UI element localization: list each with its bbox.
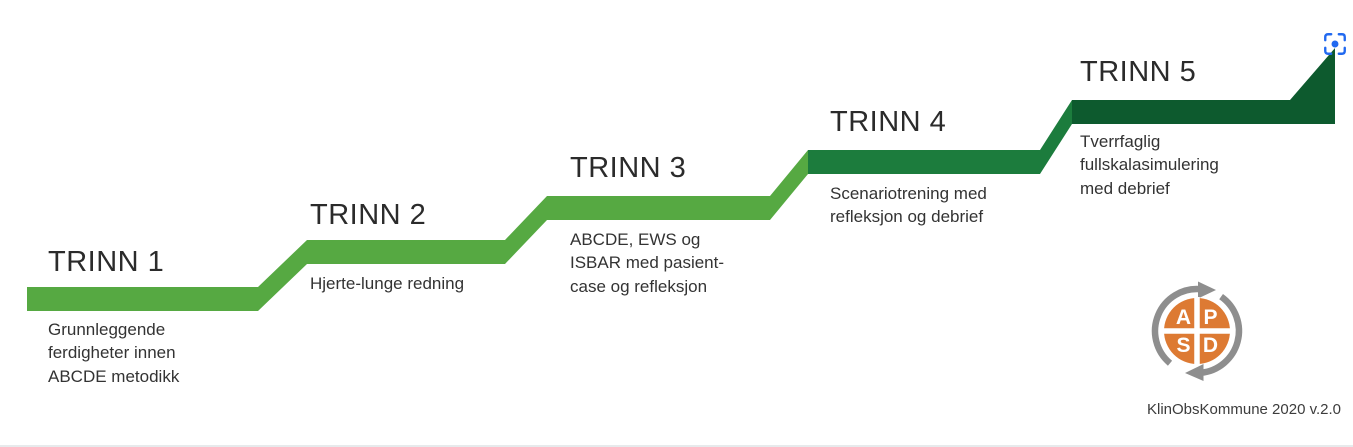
logo-arrow-down-icon [1200,293,1243,377]
step-4-shape [808,100,1072,174]
logo-letter-s: S [1176,334,1190,357]
logo-letter-d: D [1203,334,1218,357]
step-3-title: TRINN 3 [570,152,687,184]
step-3-description: ABCDE, EWS og ISBAR med pasient- case og… [570,230,725,296]
credit-text: KlinObsKommune 2020 v.2.0 [1147,401,1341,418]
step-2-description: Hjerte-lunge redning [310,274,465,293]
step-1-description: Grunnleggende ferdigheter innen ABCDE me… [48,320,180,386]
logo-arrowhead-top-icon [1198,281,1216,299]
bottom-border [0,445,1353,447]
logo-arrowhead-bottom-icon [1185,364,1204,381]
screen-capture-icon[interactable] [1322,31,1348,57]
apsd-logo: A P S D [1151,281,1243,381]
logo-arrow-up-icon [1151,285,1201,366]
step-4-title: TRINN 4 [830,106,947,138]
logo-cross-horizontal [1163,328,1231,334]
step-2-title: TRINN 2 [310,199,427,231]
steps-1-2-3-shape [27,150,808,311]
step-5-arrow-shape [1072,48,1335,124]
step-5-title: TRINN 5 [1080,56,1197,88]
logo-letter-p: P [1203,306,1217,329]
step-5-description: Tverrfaglig fullskalasimulering med debr… [1080,132,1219,198]
step-4-description: Scenariotrening med refleksjon og debrie… [830,184,987,227]
step-1-title: TRINN 1 [48,246,165,278]
logo-letter-a: A [1176,306,1191,329]
